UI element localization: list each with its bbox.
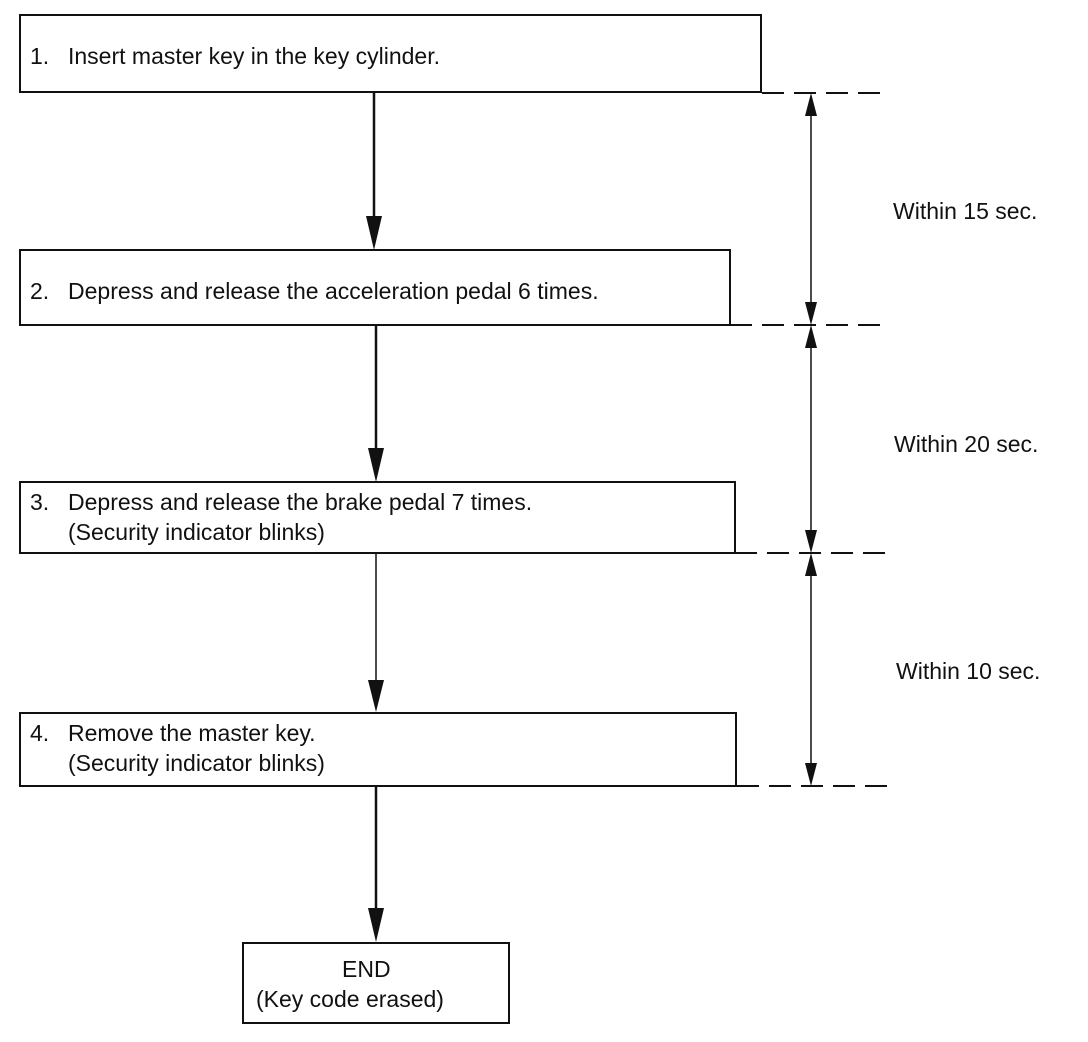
end-title: END	[342, 956, 391, 982]
step-note: (Security indicator blinks)	[68, 519, 325, 545]
step-box-2: 2. Depress and release the acceleration …	[19, 249, 731, 326]
step-text: Remove the master key.	[68, 720, 316, 746]
timing-dimension-15	[805, 93, 817, 325]
end-note: (Key code erased)	[256, 986, 444, 1012]
step-number: 3.	[30, 489, 50, 515]
step-number: 2.	[30, 278, 50, 304]
timing-label-20: Within 20 sec.	[894, 431, 1039, 457]
timing-dimension-10	[805, 553, 817, 786]
flow-arrow-1-2	[366, 92, 382, 250]
step-number: 1.	[30, 43, 50, 69]
step-box-4: 4. Remove the master key. (Security indi…	[19, 712, 737, 787]
step-text: Depress and release the acceleration ped…	[68, 278, 599, 304]
step-text: Depress and release the brake pedal 7 ti…	[68, 489, 533, 515]
flow-arrow-4-end	[368, 786, 384, 942]
step-number: 4.	[30, 720, 50, 746]
step-text: Insert master key in the key cylinder.	[68, 43, 440, 69]
timing-label-15: Within 15 sec.	[893, 198, 1038, 224]
flow-arrow-3-4	[368, 553, 384, 712]
step-box-1: 1. Insert master key in the key cylinder…	[19, 14, 762, 93]
timing-dimension-20	[805, 325, 817, 553]
step-note: (Security indicator blinks)	[68, 750, 325, 776]
step-box-3: 3. Depress and release the brake pedal 7…	[19, 481, 736, 554]
dashed-reference-lines	[730, 92, 890, 787]
end-box: END (Key code erased)	[242, 942, 510, 1024]
flow-arrow-2-3	[368, 325, 384, 482]
timing-label-10: Within 10 sec.	[896, 658, 1041, 684]
